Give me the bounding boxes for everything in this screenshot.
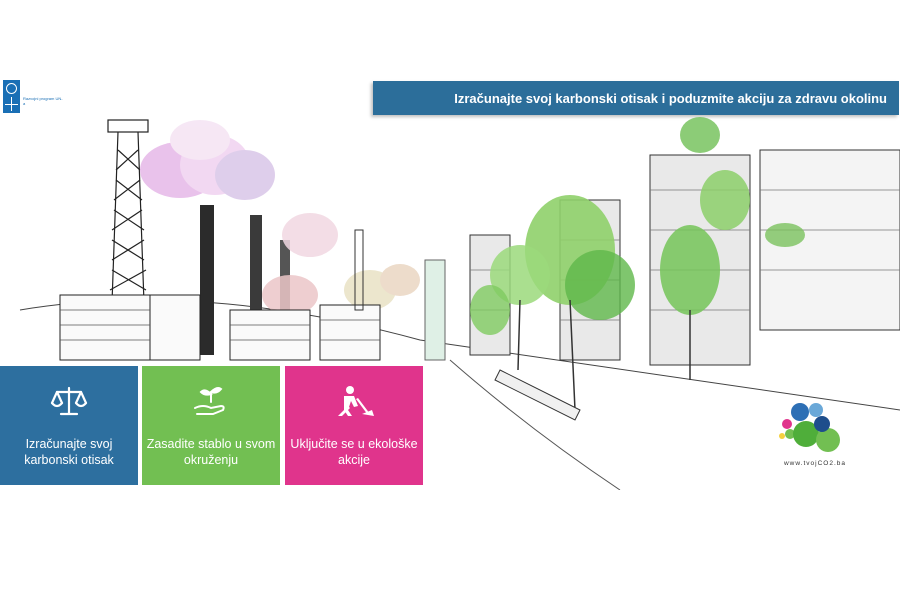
tile-plant-tree-label: Zasadite stablo u svom okruženju xyxy=(146,437,276,467)
page-title-banner: Izračunajte svoj karbonski otisak i podu… xyxy=(373,81,899,115)
scale-icon xyxy=(50,386,88,416)
tile-join-actions[interactable]: Uključite se u ekološke akcije xyxy=(285,366,423,485)
worker-digging-icon xyxy=(338,386,374,416)
plant-in-hand-icon xyxy=(194,387,225,415)
tile-calculate-footprint-label: Izračunajte svoj karbonski otisak xyxy=(24,437,114,467)
undp-emblem-icon xyxy=(3,80,20,113)
hero-illustration xyxy=(19,117,900,490)
undp-logo-text: Razvojni program UN-a xyxy=(23,96,63,106)
undp-logo: Razvojni program UN-a xyxy=(3,80,63,116)
tvojco2-logo: www.tvojCO2.ba xyxy=(775,400,865,475)
bubbles-logo-icon xyxy=(779,403,840,452)
tile-join-actions-label: Uključite se u ekološke akcije xyxy=(290,437,418,467)
tile-plant-tree[interactable]: Zasadite stablo u svom okruženju xyxy=(142,366,280,485)
tile-calculate-footprint[interactable]: Izračunajte svoj karbonski otisak xyxy=(0,366,138,485)
page-title: Izračunajte svoj karbonski otisak i podu… xyxy=(454,90,887,106)
tvojco2-url[interactable]: www.tvojCO2.ba xyxy=(783,460,847,467)
